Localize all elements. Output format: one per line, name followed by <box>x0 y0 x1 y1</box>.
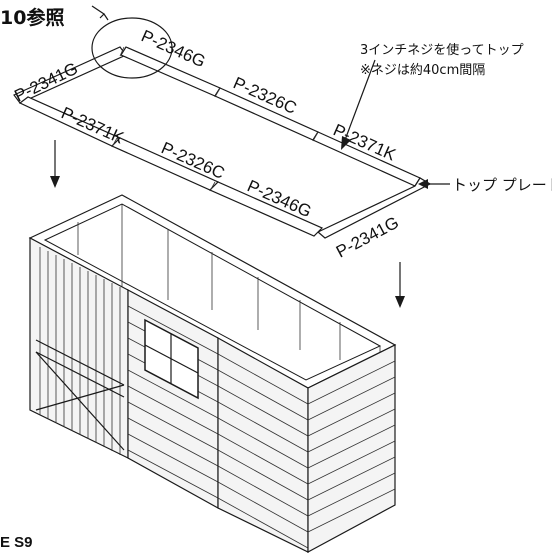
part-label-back-left: P-2341G <box>11 59 80 106</box>
side-wall <box>307 344 396 554</box>
reference-pointer <box>91 5 105 15</box>
screw-note-line2: ※ネジは約40cm間隔 <box>360 63 485 78</box>
shed-body <box>28 194 397 554</box>
top-frame <box>13 46 432 239</box>
figure-code: E S9 <box>0 534 33 551</box>
board-front-mid2 <box>208 181 324 237</box>
detail-circle <box>91 17 173 79</box>
top-plate-label: トップ プレート <box>452 176 552 194</box>
screw-note-line1: 3インチネジを使ってトップ <box>360 42 524 58</box>
screw-arrow <box>344 59 376 141</box>
down-arrows <box>50 140 405 308</box>
reference-text: 10参照 <box>0 6 64 29</box>
board-right <box>316 177 432 239</box>
